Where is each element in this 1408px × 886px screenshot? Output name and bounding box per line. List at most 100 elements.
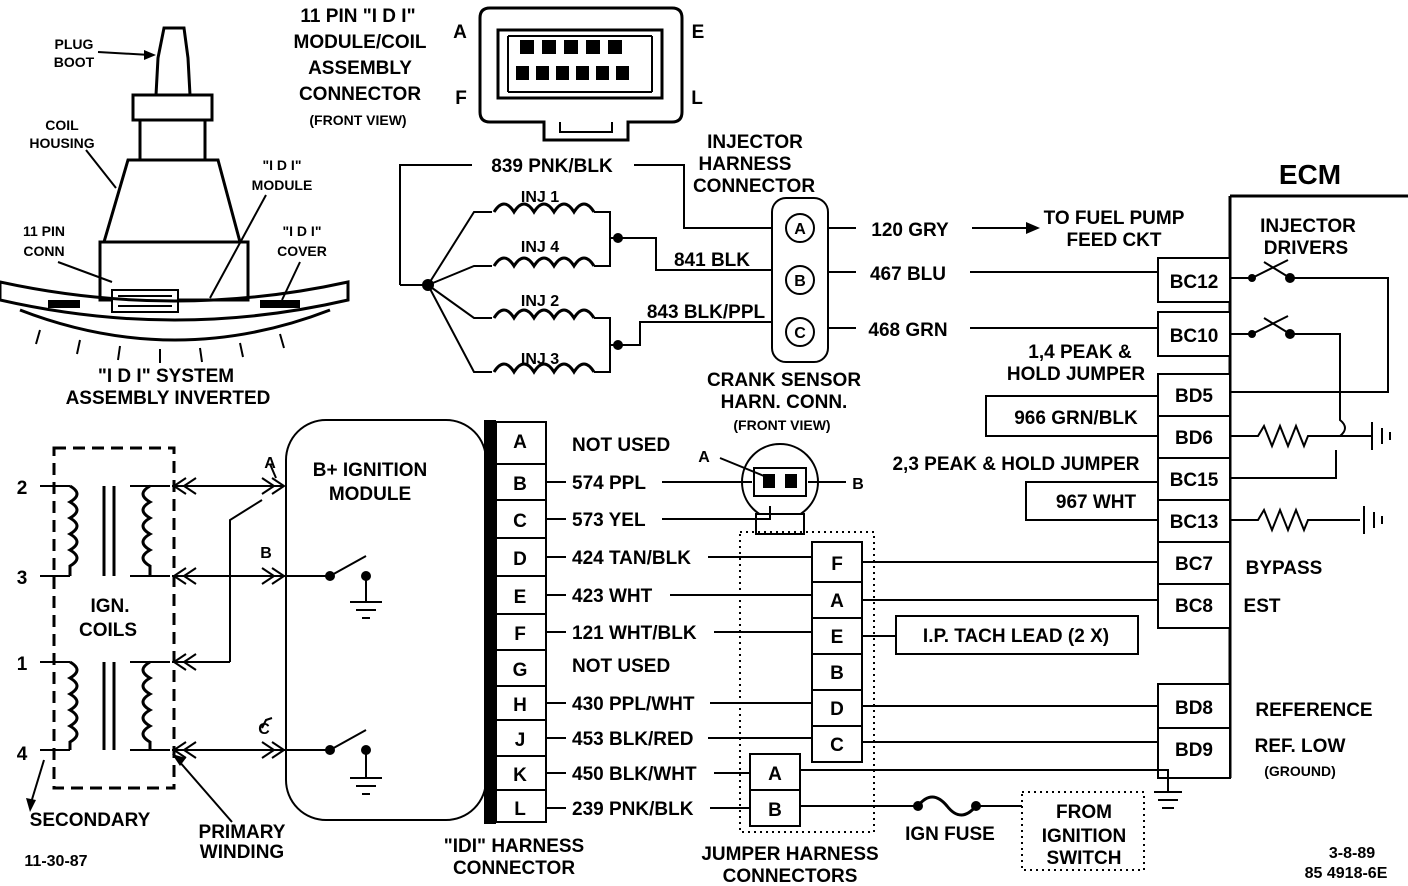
harness-wire-d: 424 TAN/BLK [572,548,691,569]
ign-fuse [913,795,981,817]
wire-966-label: 966 GRN/BLK [1014,408,1138,429]
inj1-label: INJ 1 [521,189,559,206]
coil-housing-label-1: COIL [45,117,79,133]
jumper-pin-f: F [831,554,843,575]
injector-wiring [399,164,784,375]
inj3-label: INJ 3 [521,351,559,368]
injector-harness-label-2: HARNESS [699,154,792,175]
ecm-pin-bd5: BD5 [1175,386,1213,407]
cover-label-1: "I D I" [283,223,322,239]
coil-tap-b: B [260,545,272,562]
idi-module-label-1: "I D I" [263,157,302,173]
jumper-label-1: JUMPER HARNESS [701,844,878,865]
idi-conn-title-2: MODULE/COIL [294,32,427,53]
harness-wire-j: 453 BLK/RED [572,729,693,750]
injector-drivers-label-1: INJECTOR [1260,216,1356,237]
fuel-pump-label-1: TO FUEL PUMP [1044,208,1185,229]
ignition-coils [26,463,286,823]
harness-pin-k: K [513,765,527,786]
ecm-pin-bc15: BC15 [1170,470,1219,491]
conn-label-1: 11 PIN [23,223,65,239]
module-switches [284,555,382,795]
ecm-pin-bc10: BC10 [1170,326,1219,347]
idi-conn-title-1: 11 PIN "I D I" [300,6,415,27]
idi-conn-title-3: ASSEMBLY [308,58,412,79]
ref-low-label: REF. LOW [1255,736,1346,757]
primary-label-1: PRIMARY [199,822,286,843]
ecm-pin-bc12: BC12 [1170,272,1219,293]
ecm-pin-bd6: BD6 [1175,428,1213,449]
ignition-module-label-1: B+ IGNITION [313,460,428,481]
primary-label-2: WINDING [200,842,284,863]
coil-terminal-1: 1 [17,654,28,675]
inj-conn-pin-b: B [794,273,806,290]
ecm-pin-bc13: BC13 [1170,512,1219,533]
reference-label: REFERENCE [1255,700,1372,721]
harness-wire-e: 423 WHT [572,586,653,607]
jumper-label-2: CONNECTORS [723,866,858,886]
peak14-label-1: 1,4 PEAK & [1028,342,1132,363]
wire-468-label: 468 GRN [868,320,947,341]
harness-pin-h: H [513,695,527,716]
jumper-pin-b: B [830,663,844,684]
crank-label-1: CRANK SENSOR [707,370,861,391]
plug-boot-label-1: PLUG [55,36,94,52]
wire-967-label: 967 WHT [1056,492,1137,513]
injector-drivers-label-2: DRIVERS [1264,238,1348,259]
idi-conn-title-4: CONNECTOR [299,84,421,105]
jumper-connector-2pin [749,753,801,827]
ign-fuse-label: IGN FUSE [905,824,995,845]
harness-wire-runs [662,481,1182,809]
wire-467-label: 467 BLU [870,264,946,285]
idi-11-pin-connector [478,6,684,142]
ground-label: (GROUND) [1264,763,1336,779]
harness-wire-a: NOT USED [572,435,670,456]
ecm-pins [1157,257,1231,779]
inj23-splice [613,340,623,350]
date-right: 3-8-89 [1329,845,1375,862]
est-label: EST [1244,596,1281,617]
injector-splice [422,279,434,291]
idi-pin-a: A [453,22,467,43]
ecm-title: ECM [1279,159,1341,190]
from-label-1: FROM [1056,802,1112,823]
idi-module-label-2: MODULE [252,177,313,193]
from-label-2: IGNITION [1042,826,1126,847]
harness-pin-f: F [514,624,526,645]
harness-pin-a: A [513,432,527,453]
date-left: 11-30-87 [24,853,87,870]
wire-843-label: 843 BLK/PPL [647,302,766,323]
harness-pin-d: D [513,549,527,570]
harness-label-2: CONNECTOR [453,858,575,879]
crank-pin-b: B [852,476,864,493]
ign-coils-label-2: COILS [79,620,137,641]
idi-pin-e: E [692,22,705,43]
ignition-switch-box [1021,791,1145,871]
coil-housing-label-2: HOUSING [29,135,94,151]
system-caption-2: ASSEMBLY INVERTED [66,388,271,409]
ecm-pin-bc7: BC7 [1175,554,1213,575]
peak14-label-2: HOLD JUMPER [1007,364,1146,385]
coil-tap-a: A [264,455,276,472]
harness-label-1: "IDI" HARNESS [444,836,584,857]
harness-wire-l: 239 PNK/BLK [572,799,694,820]
inj14-splice [613,233,623,243]
injector-driver-switches [1228,259,1391,534]
ecm-pin-bd8: BD8 [1175,698,1213,719]
injector-harness-label-3: CONNECTOR [693,176,815,197]
idi-pin-l: L [691,88,703,109]
cover-label-2: COVER [277,243,327,259]
ign-coils-label-1: IGN. [90,596,129,617]
harness-pin-b: B [513,474,527,495]
peak23-label: 2,3 PEAK & HOLD JUMPER [892,454,1139,475]
wire-839-label: 839 PNK/BLK [491,156,613,177]
harness-wire-f: 121 WHT/BLK [572,623,697,644]
idi-harness-connector [484,420,566,824]
coil-tap-c: C [258,721,270,738]
jumper-pin-a: A [830,591,844,612]
ecm-pin-bc8: BC8 [1175,596,1213,617]
jumper2-pin-a: A [768,764,782,785]
idi-pin-f: F [455,88,467,109]
system-caption-1: "I D I" SYSTEM [98,366,234,387]
idi-assembly-drawing [0,26,350,363]
